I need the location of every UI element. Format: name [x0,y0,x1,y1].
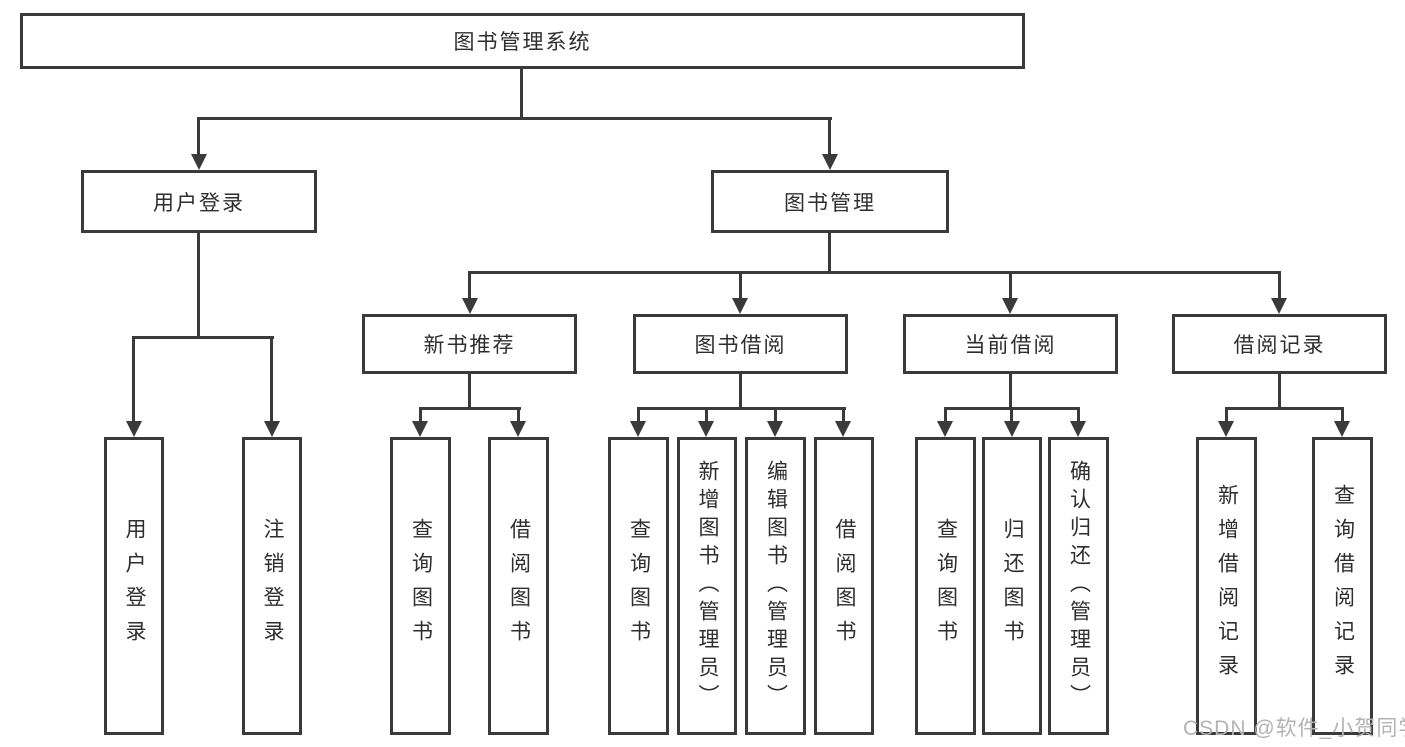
leaf-add-book-admin: 新增图书（管理员） [677,437,737,735]
connector-line [1010,407,1013,423]
leaf-borrow-books-recommend: 借阅图书 [488,437,549,735]
leaf-logout: 注销登录 [242,437,302,735]
connector-line [705,407,708,423]
connector-line [520,69,523,118]
node-borrowing-records: 借阅记录 [1172,314,1387,374]
arrowhead [462,298,478,314]
node-book-management: 图书管理 [711,170,949,233]
leaf-add-borrow-record: 新增借阅记录 [1196,437,1257,735]
connector-line [739,271,742,301]
arrowhead [191,154,207,170]
connector-line [419,407,521,410]
connector-line [828,117,831,157]
leaf-query-books-current: 查询图书 [915,437,976,735]
arrowhead [767,421,783,437]
connector-line [944,407,947,423]
arrowhead [630,421,646,437]
leaf-query-books-borrowing: 查询图书 [608,437,669,735]
arrowhead [822,154,838,170]
csdn-watermark: CSDN @软件_小贺同学 [1183,717,1405,740]
leaf-borrow-books-borrowing: 借阅图书 [814,437,874,735]
leaf-user-login: 用户登录 [104,437,164,735]
arrowhead [698,421,714,437]
arrowhead [1218,421,1234,437]
connector-line [132,336,135,423]
connector-line [1077,407,1080,423]
connector-line [739,374,742,410]
arrowhead [1002,298,1018,314]
connector-line [419,407,422,423]
connector-line [774,407,777,423]
connector-line [1009,374,1012,410]
connector-line [1225,407,1228,423]
arrowhead [126,421,142,437]
arrowhead [1271,298,1287,314]
leaf-confirm-return-admin: 确认归还（管理员） [1048,437,1109,735]
connector-line [842,407,845,423]
connector-line [197,117,200,157]
node-new-book-recommendation: 新书推荐 [362,314,577,374]
connector-line [828,233,831,274]
leaf-query-borrow-record: 查询借阅记录 [1312,437,1373,735]
connector-line [197,233,200,339]
connector-line [1009,271,1012,301]
connector-line [132,336,274,339]
connector-line [1278,374,1281,410]
arrowhead [1334,421,1350,437]
connector-line [198,117,832,120]
arrowhead [835,421,851,437]
arrowhead [264,421,280,437]
connector-line [270,336,273,423]
node-library-management-system: 图书管理系统 [20,13,1025,69]
arrowhead [1004,421,1020,437]
node-user-login: 用户登录 [81,170,317,233]
node-book-borrowing: 图书借阅 [633,314,848,374]
connector-line [1225,407,1344,410]
connector-line [468,271,1281,274]
arrowhead [510,421,526,437]
arrowhead [1070,421,1086,437]
connector-line [468,374,471,410]
connector-line [517,407,520,423]
leaf-edit-book-admin: 编辑图书（管理员） [745,437,806,735]
connector-line [637,407,846,410]
leaf-return-book: 归还图书 [982,437,1042,735]
arrowhead [412,421,428,437]
arrowhead [937,421,953,437]
arrowhead [732,298,748,314]
connector-line [1278,271,1281,301]
leaf-query-books-recommend: 查询图书 [390,437,451,735]
connector-line [468,271,471,301]
connector-line [637,407,640,423]
connector-line [1341,407,1344,423]
node-current-borrowing: 当前借阅 [903,314,1118,374]
